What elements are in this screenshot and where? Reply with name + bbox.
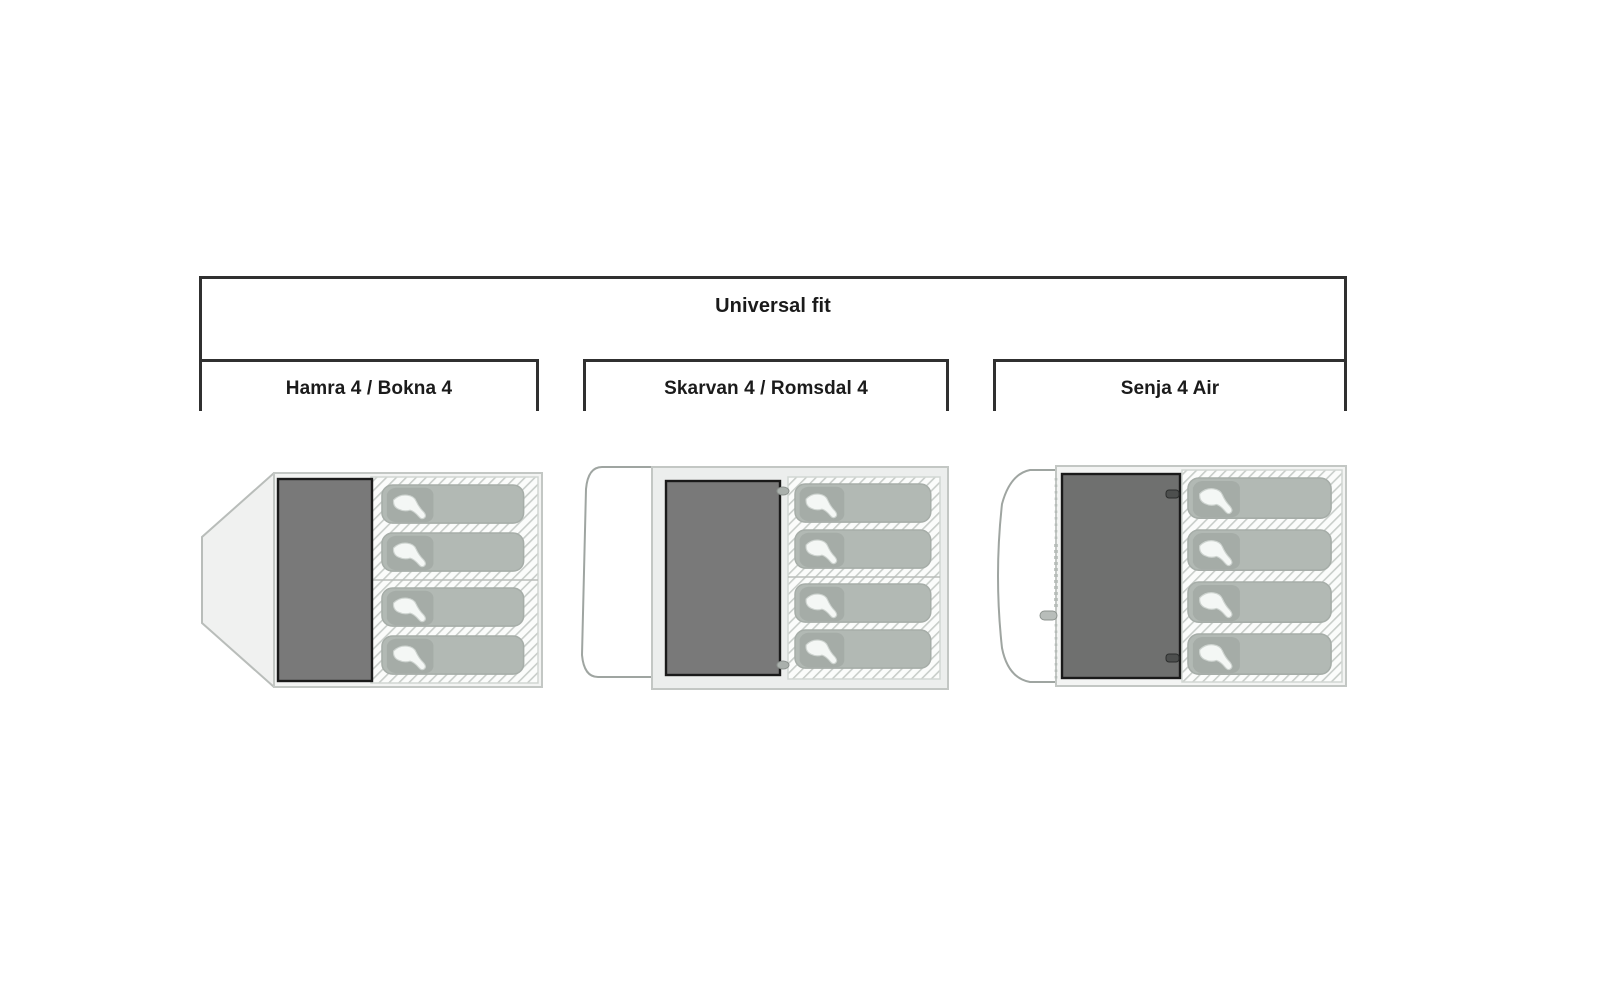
sleeping-bag-icon bbox=[1187, 633, 1332, 675]
inner-tent-icon bbox=[1060, 472, 1182, 680]
bracket-band: Universal fit Hamra 4 / Bokna 4 Skarvan … bbox=[0, 0, 1600, 420]
toggle-icon bbox=[1039, 610, 1058, 621]
bracket-group-skarvan-romsdal bbox=[583, 359, 949, 411]
sleeping-bag-icon bbox=[1187, 581, 1332, 623]
sleeping-bag-icon bbox=[1187, 477, 1332, 519]
sleeping-bag-icon bbox=[381, 635, 525, 675]
tent-floorplan-senja-air bbox=[990, 448, 1365, 703]
group-label-skarvan-romsdal: Skarvan 4 / Romsdal 4 bbox=[664, 378, 868, 399]
group-label-senja: Senja 4 Air bbox=[1120, 378, 1220, 399]
toggle-icon bbox=[1165, 489, 1180, 499]
toggle-icon bbox=[776, 660, 790, 670]
bracket-group-senja bbox=[993, 359, 1347, 411]
sleeping-bag-icon bbox=[794, 583, 932, 623]
toggle-icon bbox=[1165, 653, 1180, 663]
sleeping-bag-icon bbox=[381, 484, 525, 524]
sleeping-bag-icon bbox=[794, 529, 932, 569]
sleeping-bag-icon bbox=[794, 483, 932, 523]
page-title: Universal fit bbox=[715, 295, 831, 317]
inner-tent-icon bbox=[664, 479, 782, 677]
toggle-icon bbox=[776, 486, 790, 496]
sleeping-bag-icon bbox=[1187, 529, 1332, 571]
inner-tent-icon bbox=[276, 477, 374, 683]
bracket-group-hamra-bokna bbox=[199, 359, 539, 411]
tent-floorplan-skarvan-romsdal bbox=[580, 455, 970, 705]
porch-icon bbox=[580, 466, 659, 678]
group-label-hamra-bokna: Hamra 4 / Bokna 4 bbox=[285, 378, 453, 399]
universal-fit-bracket bbox=[199, 276, 1347, 406]
sleeping-bag-icon bbox=[794, 629, 932, 669]
tent-floorplan-hamra-bokna bbox=[190, 455, 560, 705]
sleeping-bag-icon bbox=[381, 532, 525, 572]
sleeping-bag-icon bbox=[381, 587, 525, 627]
porch-icon bbox=[997, 469, 1071, 683]
